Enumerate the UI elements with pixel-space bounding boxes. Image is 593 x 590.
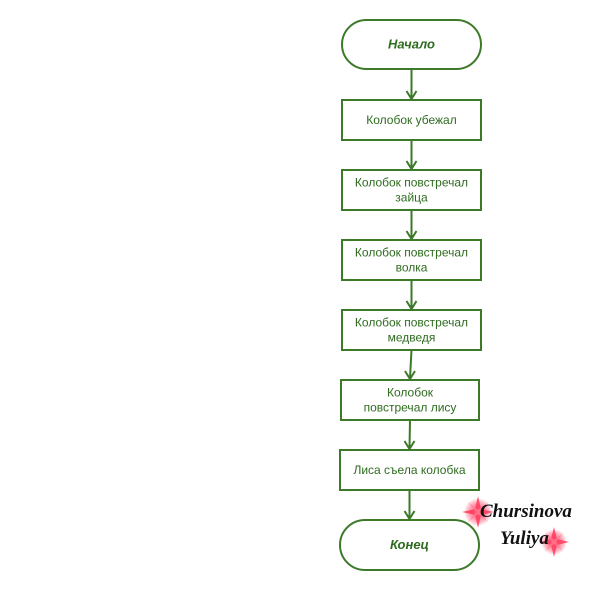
signature-line-1: Chursinova: [480, 501, 572, 522]
node-label: Колобок повстречал: [355, 176, 468, 190]
sparkle-icon: [539, 527, 569, 557]
process-box: [340, 379, 480, 421]
arrow-connector: [405, 210, 418, 241]
arrow-connector: [405, 280, 418, 311]
node-label: повстречал лису: [364, 401, 457, 415]
arrow-connector: [404, 349, 416, 381]
node-label: волка: [396, 261, 428, 275]
arrow-line: [408, 419, 411, 449]
arrow-connector: [403, 419, 416, 451]
signature-line-2: Yuliya: [500, 528, 549, 549]
node-label: зайца: [395, 191, 428, 205]
flow-node-ran-away: Колобок убежал: [341, 99, 482, 141]
node-label: Лиса съела колобка: [353, 463, 465, 477]
process-box: [341, 169, 482, 211]
node-label: медведя: [388, 331, 436, 345]
process-box: [339, 449, 480, 491]
arrow-connector: [405, 69, 418, 101]
arrow-connector: [403, 490, 416, 521]
flow-node-fox-ate: Лиса съела колобка: [339, 449, 480, 491]
terminal-shape: [339, 519, 480, 571]
node-label: Колобок повстречал: [355, 246, 468, 260]
arrow-line: [409, 349, 413, 379]
flow-node-start: Начало: [341, 19, 482, 70]
terminal-shape: [341, 19, 482, 70]
node-label: Колобок: [387, 386, 434, 400]
arrow-connector: [405, 140, 418, 171]
sparkle-icon: [462, 496, 494, 528]
signature-watermark: Chursinova Yuliya: [462, 496, 572, 557]
process-box: [341, 239, 482, 281]
node-label: Конец: [390, 537, 429, 552]
process-box: [341, 309, 482, 351]
flow-node-end: Конец: [339, 519, 480, 571]
node-label: Начало: [388, 37, 435, 52]
node-label: Колобок повстречал: [355, 316, 468, 330]
node-label: Колобок убежал: [366, 113, 456, 127]
process-box: [341, 99, 482, 141]
